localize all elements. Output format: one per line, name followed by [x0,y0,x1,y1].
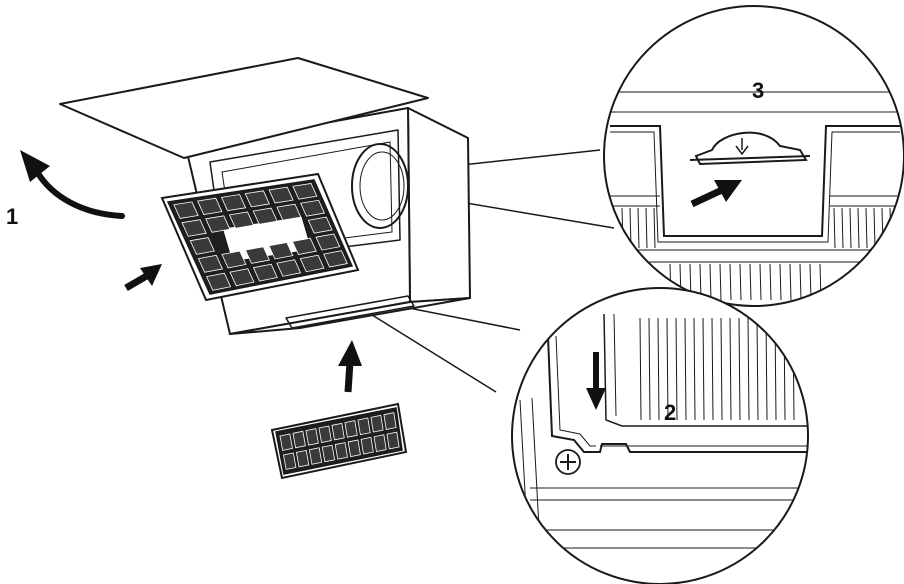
filter-cell [252,263,278,282]
filter-cell [383,412,397,430]
rib-line [709,263,712,301]
filter-cell [305,428,319,446]
rib-line [841,207,844,249]
filter-cell [279,433,293,451]
rib-line [765,317,768,421]
rib-line [629,207,632,249]
rib-line [747,317,750,421]
rib-line [666,317,669,421]
rib-line [849,207,852,249]
filter-cell [205,215,231,233]
filter-cell [189,237,215,255]
rib-line [799,263,802,301]
rib-line [738,317,741,421]
filter-cell [344,420,358,438]
step-label-2: 2 [664,400,676,425]
filter-cell [276,203,302,221]
filter-cell [220,194,247,212]
rib-line [711,317,714,421]
filter-cell [228,211,255,229]
filter-cell [197,254,224,273]
filter-cell [295,449,310,468]
filter-cell [370,414,384,433]
rib-line [759,263,762,301]
rib-line [729,317,732,421]
filter-cell [276,259,302,277]
filter-cell [268,186,294,204]
filter-cell [318,425,332,444]
rib-line [865,207,868,249]
filter-cell [307,216,333,234]
rib-line [702,317,705,421]
filter-cell [173,201,199,219]
filter-cell [252,207,278,225]
detail2-down-arrow-icon [586,352,606,410]
filter-cell [373,434,387,452]
filter-cell [323,250,348,268]
rib-line [897,207,900,249]
filter-cell [334,442,348,460]
up-arrow-icon [338,340,362,393]
filter-cell [315,233,341,251]
step-label-3: 3 [752,78,764,103]
push-arrow-icon [124,264,162,292]
filter-cell [299,254,325,273]
rib-line [648,317,651,421]
step-label-1: 1 [6,204,18,229]
latch-down-arrow-icon [735,138,749,156]
rib-line [719,263,722,301]
filter-cell [244,190,270,208]
rib-line [833,207,836,249]
rib-line [657,317,660,421]
screw-icon [555,449,581,475]
rib-line [857,207,860,249]
rib-line [769,263,772,301]
filter-cell [347,439,361,458]
rib-line [675,317,678,421]
filter-cell [360,436,374,455]
detail3-push-arrow-icon [690,180,742,208]
rib-line [749,263,752,301]
carbon-filter-cells [173,183,348,291]
rib-line [809,263,812,301]
filter-cell [206,272,232,291]
fan-opening [351,143,409,229]
filter-cell [331,422,345,441]
filter-cell [357,417,371,436]
grease-filter-cells [279,412,400,470]
filter-cell [181,219,207,237]
filter-cell [292,430,306,449]
filter-cell [283,452,297,470]
filter-cell [291,237,317,255]
rib-line [605,207,608,249]
curved-arrow-step1-icon [20,150,125,219]
filter-cell [197,197,223,215]
filter-cell [229,268,255,287]
detail-circle-2 [511,287,809,584]
rib-line [639,317,642,421]
rib-line [693,317,696,421]
rib-line [756,317,759,421]
rib-line [637,207,640,249]
rib-line [720,317,723,421]
filter-cell [244,246,270,264]
rib-line [645,207,648,249]
filter-cell [321,444,336,463]
rib-line [684,317,687,421]
filter-cell [386,431,400,450]
rib-line [779,263,782,301]
rib-line [653,207,656,249]
rib-line [873,207,876,249]
detail-circle-3 [603,5,904,307]
filter-cell [221,250,247,269]
filter-cell [308,447,323,465]
filter-cell [268,242,294,260]
filter-cell [292,183,318,200]
rib-line [789,263,792,301]
rib-line [739,263,742,301]
rib-line [729,263,732,301]
filter-cell [300,199,326,217]
